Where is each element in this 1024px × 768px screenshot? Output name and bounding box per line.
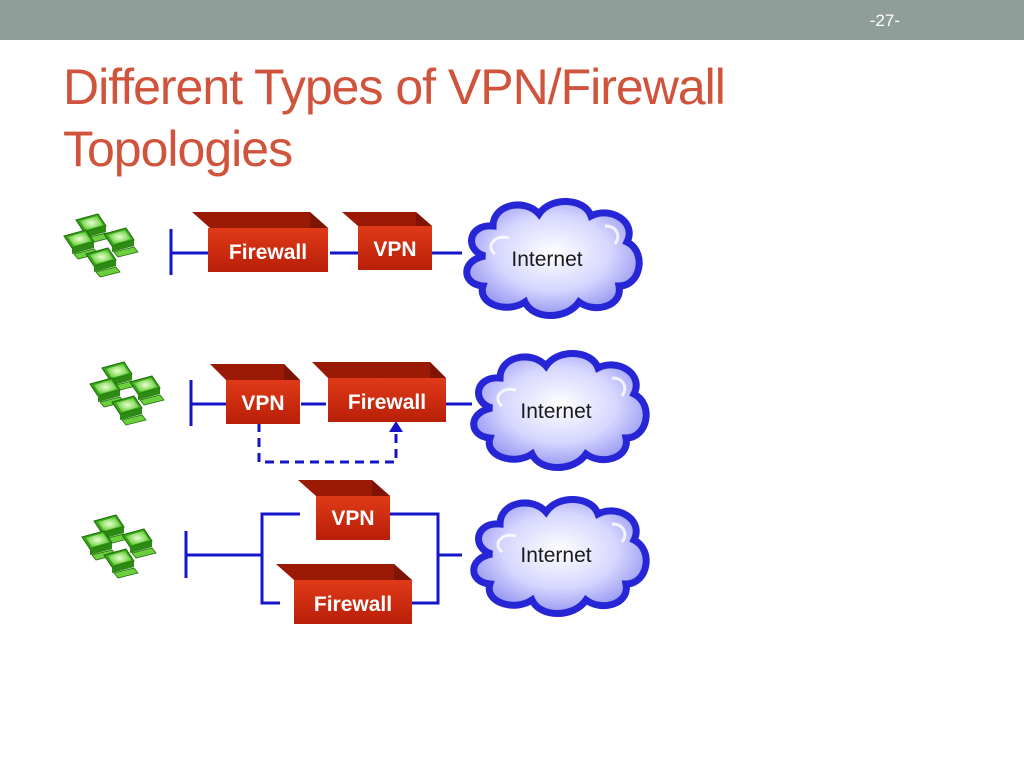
row1-firewall-label: Firewall	[229, 241, 307, 264]
row1-vpn-box: VPN	[342, 212, 432, 270]
row3-vpn-label: VPN	[331, 507, 374, 530]
row1-internet-label: Internet	[511, 248, 582, 271]
row2-internet-cloud: Internet	[474, 353, 646, 467]
row3-connectors	[184, 512, 462, 605]
row2-computers-icon	[90, 362, 164, 425]
page-number: -27-	[869, 11, 900, 30]
row2-vpn-box: VPN	[210, 364, 300, 424]
row1-firewall-box: Firewall	[192, 212, 328, 272]
row2-bypass-dashed-line	[257, 423, 398, 464]
row1-topology: Firewall VPN Internet	[64, 201, 639, 315]
row2-firewall-label: Firewall	[348, 391, 426, 414]
row1-vpn-label: VPN	[373, 238, 416, 261]
row3-vpn-box: VPN	[298, 480, 390, 540]
row2-firewall-box: Firewall	[312, 362, 446, 422]
header-bar: -27-	[0, 0, 1024, 40]
row1-internet-cloud: Internet	[467, 201, 639, 315]
row3-firewall-box: Firewall	[276, 564, 412, 624]
title-line-2: Topologies	[63, 121, 293, 177]
row3-internet-label: Internet	[520, 544, 591, 567]
slide-title: Different Types of VPN/Firewall Topologi…	[63, 56, 963, 180]
row2-internet-label: Internet	[520, 400, 591, 423]
row2-bypass-arrow-icon	[389, 421, 403, 432]
row1-connectors	[169, 229, 462, 275]
row3-internet-cloud: Internet	[474, 499, 646, 613]
row1-computers-icon	[64, 214, 138, 277]
title-line-1: Different Types of VPN/Firewall	[63, 59, 726, 115]
row2-topology: VPN Firewall Internet	[90, 353, 646, 467]
row3-topology: VPN Firewall Internet	[82, 480, 646, 624]
row2-vpn-label: VPN	[241, 392, 284, 415]
row2-connectors	[189, 380, 472, 426]
row3-firewall-label: Firewall	[314, 593, 392, 616]
row3-computers-icon	[82, 515, 156, 578]
